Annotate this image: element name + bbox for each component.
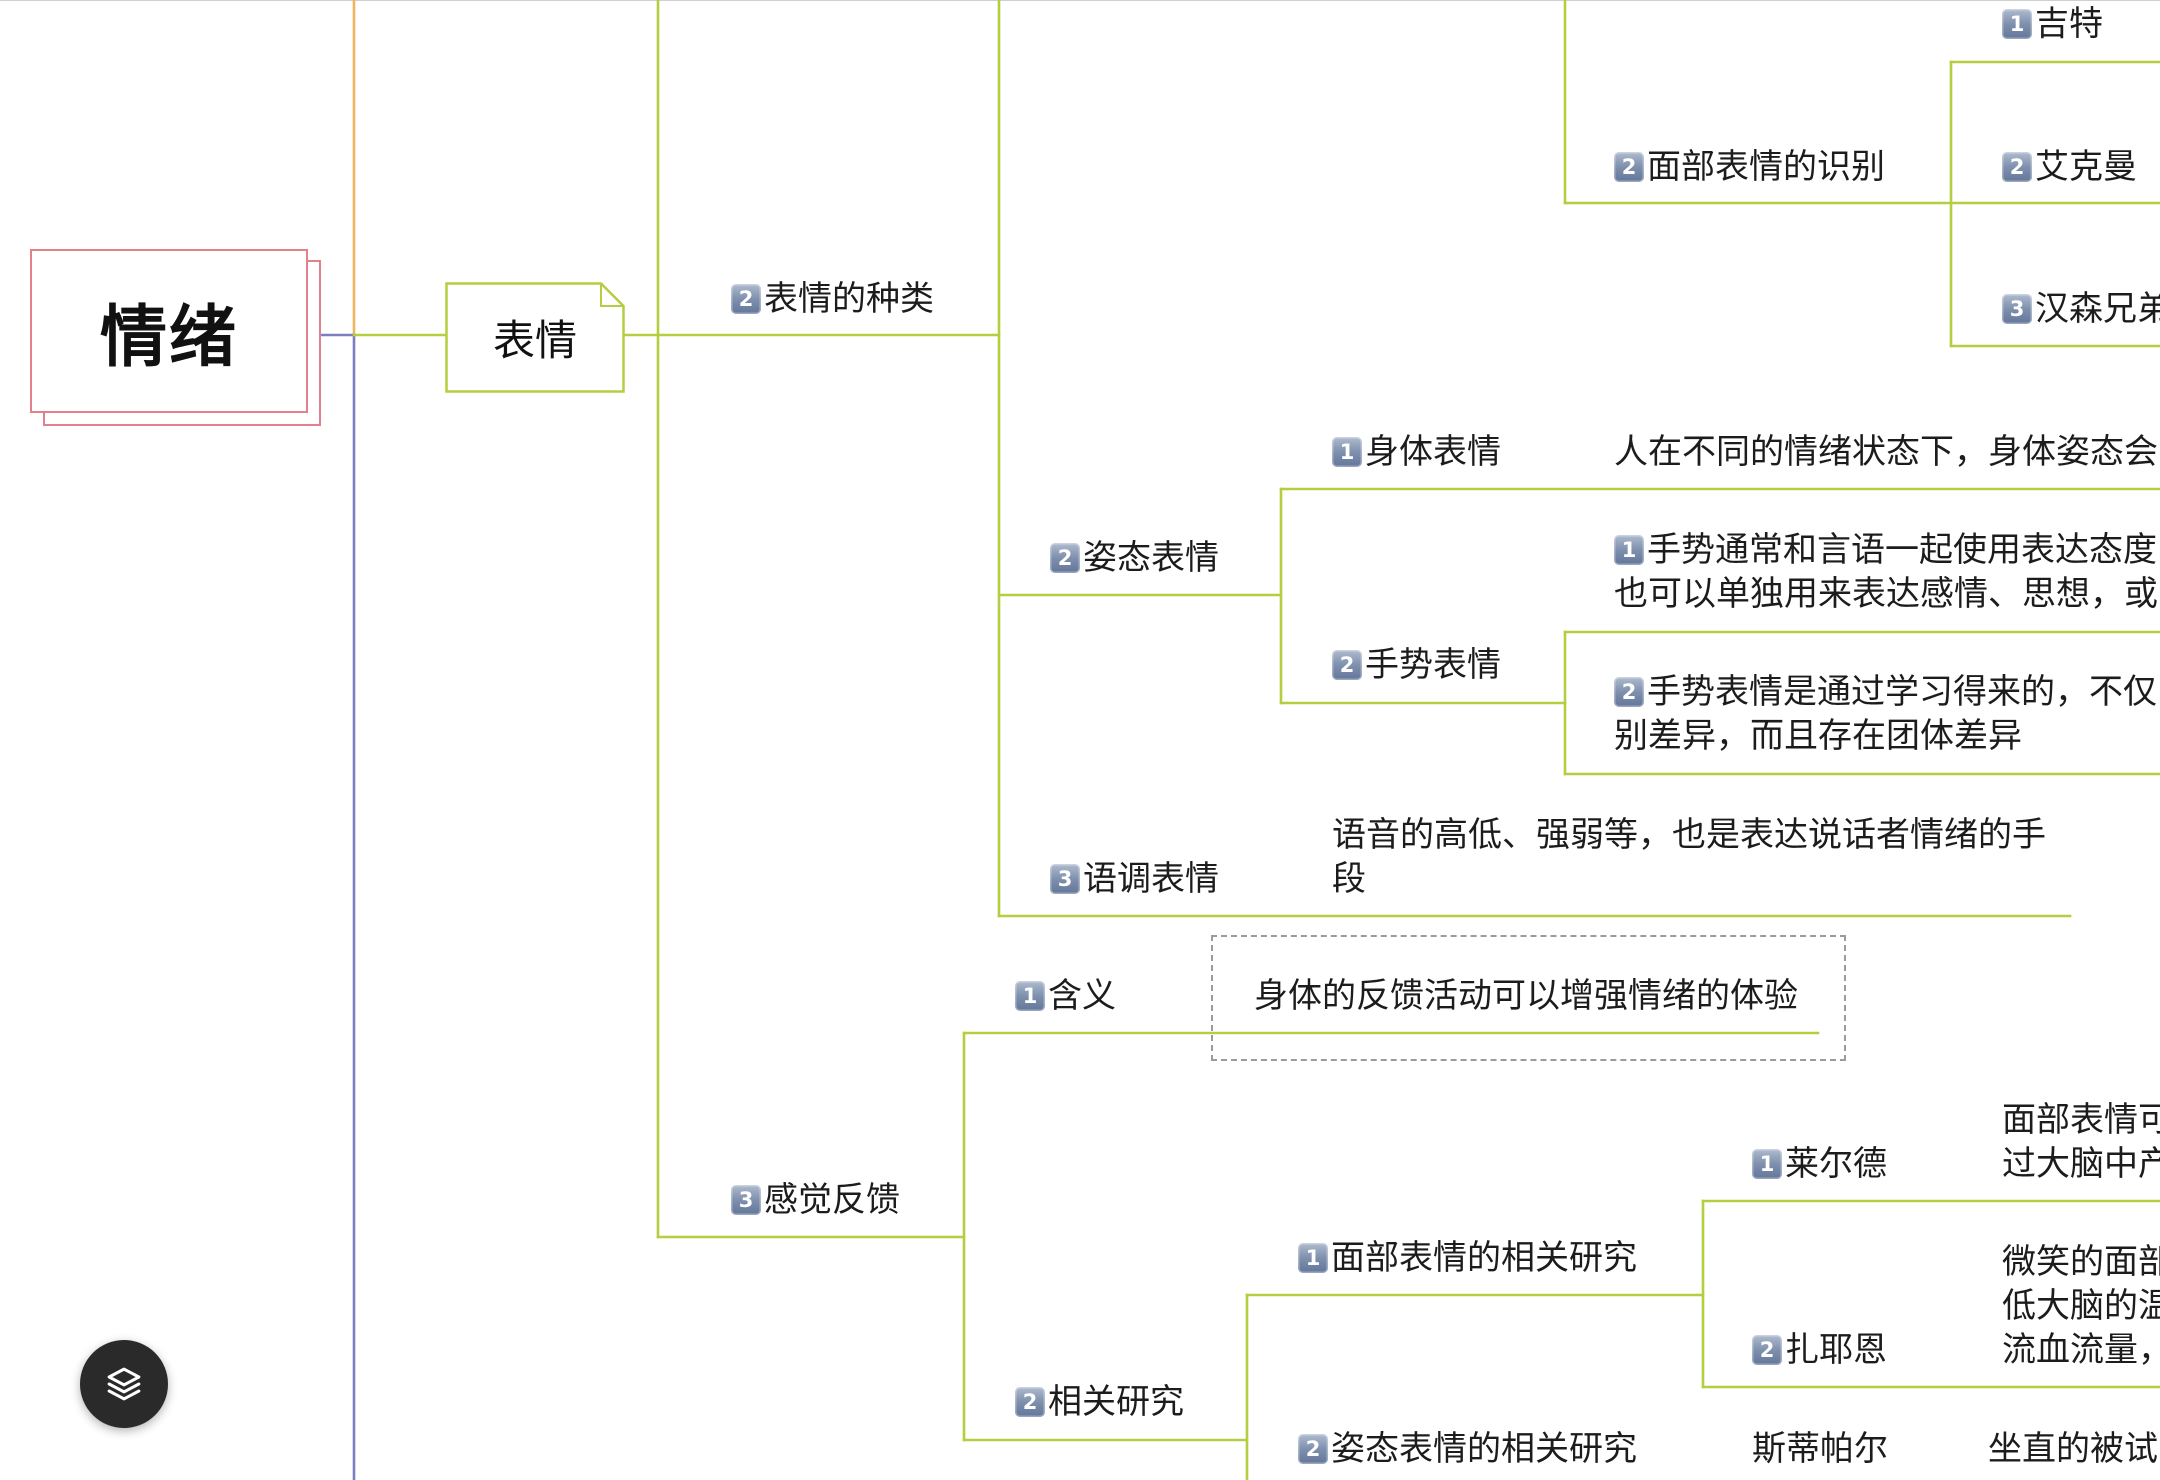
topic-label: 坐直的被试: [1988, 1429, 2158, 1469]
topic-label: 表情的种类: [764, 279, 934, 319]
priority-badge: 1: [2002, 9, 2032, 39]
central-topic-label: 情绪: [100, 297, 238, 376]
topic-label: 含义: [1048, 976, 1116, 1016]
topic-gesture-expression[interactable]: 2 手势表情: [1332, 643, 1501, 687]
top-border: [0, 0, 2160, 1]
topic-label: 手势表情: [1365, 645, 1501, 685]
priority-badge: 2: [1614, 152, 1644, 182]
priority-badge: 2: [1614, 677, 1644, 707]
topic-text-line: 身体的反馈活动可以增强情绪的体验: [1254, 976, 1798, 1016]
topic-body-expression[interactable]: 1 身体表情: [1332, 430, 1501, 474]
main-topic-shape: [445, 282, 625, 393]
priority-badge: 2: [1752, 1335, 1782, 1365]
topic-sensory-feedback[interactable]: 3 感觉反馈: [731, 1178, 900, 1222]
topic-laird[interactable]: 1 莱尔德: [1752, 1142, 1887, 1186]
topic-meaning-detail[interactable]: 身体的反馈活动可以增强情绪的体验: [1254, 974, 1798, 1018]
topic-stepper-detail[interactable]: 坐直的被试: [1988, 1427, 2158, 1471]
priority-badge: 3: [1050, 864, 1080, 894]
topic-laird-detail[interactable]: 面部表情可 过大脑中产: [2002, 1098, 2160, 1186]
priority-badge: 2: [1332, 650, 1362, 680]
main-topic-label: 表情: [492, 316, 577, 365]
topic-label: 吉特: [2035, 4, 2103, 44]
topic-label: 艾克曼: [2035, 147, 2137, 187]
priority-badge: 2: [731, 284, 761, 314]
topic-ekman[interactable]: 2 艾克曼: [2002, 145, 2137, 189]
priority-badge: 1: [1332, 437, 1362, 467]
priority-badge: 1: [1015, 981, 1045, 1011]
topic-text-line: 低大脑的温: [2002, 1286, 2160, 1326]
topic-hansen-brothers[interactable]: 3 汉森兄弟: [2002, 287, 2160, 331]
central-topic[interactable]: 情绪: [30, 249, 308, 413]
topic-label: 面部表情的相关研究: [1331, 1238, 1637, 1278]
topic-label: 莱尔德: [1785, 1144, 1887, 1184]
topic-postural-research[interactable]: 2 姿态表情的相关研究: [1298, 1427, 1637, 1471]
layers-button[interactable]: [80, 1340, 168, 1428]
topic-label: 姿态表情的相关研究: [1331, 1429, 1637, 1469]
topic-text-line: 语音的高低、强弱等，也是表达说话者情绪的手: [1332, 815, 2046, 855]
topic-text-line: 面部表情可: [2002, 1100, 2160, 1140]
main-topic[interactable]: 表情: [445, 282, 625, 393]
topic-text-line: 段: [1332, 859, 1366, 899]
topic-expression-kinds[interactable]: 2 表情的种类: [731, 277, 934, 321]
topic-text-line: 手势通常和言语一起使用表达态度: [1647, 530, 2157, 570]
topic-label: 斯蒂帕尔: [1752, 1429, 1888, 1469]
topic-zajonc-detail[interactable]: 微笑的面部 低大脑的温 流血流量，: [2002, 1240, 2160, 1372]
priority-badge: 2: [2002, 152, 2032, 182]
topic-text-line: 也可以单独用来表达感情、思想，或: [1614, 574, 2158, 614]
priority-badge: 2: [1015, 1387, 1045, 1417]
topic-text-line: 过大脑中产: [2002, 1144, 2160, 1184]
priority-badge: 1: [1752, 1149, 1782, 1179]
topic-text-line: 流血流量，: [2002, 1330, 2160, 1370]
topic-gesture-detail-2[interactable]: 2 手势表情是通过学习得来的，不仅 别差异，而且存在团体差异: [1614, 670, 2157, 758]
topic-label: 面部表情的识别: [1647, 147, 1885, 187]
topic-label: 姿态表情: [1083, 538, 1219, 578]
topic-face-recognition[interactable]: 2 面部表情的识别: [1614, 145, 1885, 189]
boundary-box[interactable]: [1211, 935, 1846, 1061]
priority-badge: 1: [1614, 535, 1644, 565]
priority-badge: 2: [1050, 543, 1080, 573]
topic-label: 身体表情: [1365, 432, 1501, 472]
topic-text-line: 别差异，而且存在团体差异: [1614, 716, 2022, 756]
topic-label: 语调表情: [1083, 859, 1219, 899]
topic-facial-research[interactable]: 1 面部表情的相关研究: [1298, 1236, 1637, 1280]
priority-badge: 3: [731, 1185, 761, 1215]
topic-zajonc[interactable]: 2 扎耶恩: [1752, 1328, 1887, 1372]
topic-stepper[interactable]: 斯蒂帕尔: [1752, 1427, 1888, 1471]
priority-badge: 2: [1298, 1434, 1328, 1464]
topic-tone-expression[interactable]: 3 语调表情: [1050, 857, 1219, 901]
topic-label: 感觉反馈: [764, 1180, 900, 1220]
topic-label: 相关研究: [1048, 1382, 1184, 1422]
priority-badge: 1: [1298, 1243, 1328, 1273]
topic-label: 汉森兄弟: [2035, 289, 2160, 329]
topic-body-expression-detail[interactable]: 人在不同的情绪状态下，身体姿态会: [1614, 430, 2158, 474]
priority-badge: 3: [2002, 294, 2032, 324]
topic-gesture-detail-1[interactable]: 1 手势通常和言语一起使用表达态度 也可以单独用来表达感情、思想，或: [1614, 528, 2158, 616]
topic-tone-detail[interactable]: 语音的高低、强弱等，也是表达说话者情绪的手 段: [1332, 813, 2046, 901]
topic-posture-expression[interactable]: 2 姿态表情: [1050, 536, 1219, 580]
topic-text-line: 微笑的面部: [2002, 1242, 2160, 1282]
topic-related-research[interactable]: 2 相关研究: [1015, 1380, 1184, 1424]
note-fold-icon: [600, 283, 624, 307]
topic-gitter[interactable]: 1 吉特: [2002, 2, 2103, 46]
topic-label: 扎耶恩: [1785, 1330, 1887, 1370]
topic-meaning[interactable]: 1 含义: [1015, 974, 1116, 1018]
topic-text-line: 人在不同的情绪状态下，身体姿态会: [1614, 432, 2158, 472]
layers-icon: [107, 1367, 141, 1401]
topic-text-line: 手势表情是通过学习得来的，不仅: [1647, 672, 2157, 712]
